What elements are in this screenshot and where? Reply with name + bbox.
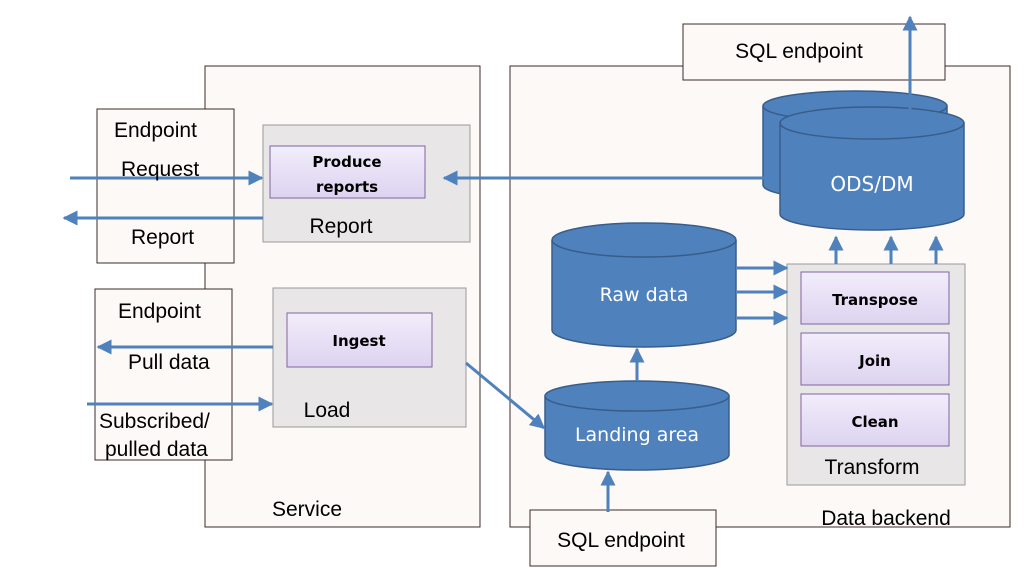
raw-data-label: Raw data — [600, 284, 689, 306]
report-panel-label: Report — [309, 215, 372, 238]
produce-reports-line-2: reports — [316, 178, 378, 196]
ingest-label: Ingest — [332, 332, 385, 350]
load-to-landing-arrow — [465, 361, 546, 430]
load-panel-label: Load — [304, 399, 351, 422]
endpoint-report-title: Endpoint — [114, 119, 197, 142]
join-label: Join — [858, 352, 891, 370]
endpoint-pull-frame — [94, 288, 233, 461]
sql-endpoint-bottom-box — [529, 509, 717, 567]
join-task[interactable] — [800, 332, 950, 386]
ingest-task[interactable] — [286, 312, 433, 368]
report-out-label: Report — [131, 226, 194, 249]
transpose-label: Transpose — [832, 291, 918, 309]
transpose-task[interactable] — [800, 271, 950, 325]
produce-reports-task[interactable] — [269, 145, 426, 199]
sql-endpoint-top-box — [682, 23, 946, 81]
landing-area-cylinder[interactable] — [544, 380, 730, 471]
service-label: Service — [272, 498, 342, 521]
subscribed-label-line-2: pulled data — [105, 438, 208, 461]
endpoint-report-frame — [96, 108, 235, 264]
transform-label: Transform — [825, 456, 920, 479]
clean-task[interactable] — [800, 393, 950, 447]
sql-endpoint-top-label: SQL endpoint — [735, 40, 863, 63]
pull-data-label: Pull data — [128, 351, 210, 374]
ods-dm-label: ODS/DM — [830, 172, 913, 196]
ods-dm-cylinder[interactable] — [779, 106, 965, 231]
produce-reports-line-1: Produce — [312, 153, 381, 171]
data-backend-label: Data backend — [821, 507, 951, 530]
landing-area-label: Landing area — [575, 424, 699, 446]
endpoint-pull-title: Endpoint — [118, 300, 201, 323]
subscribed-label-line-1: Subscribed/ — [99, 410, 210, 433]
sql-endpoint-bottom-label: SQL endpoint — [557, 529, 685, 552]
raw-data-cylinder[interactable] — [551, 222, 737, 348]
request-label: Request — [121, 158, 199, 181]
clean-label: Clean — [851, 413, 898, 431]
